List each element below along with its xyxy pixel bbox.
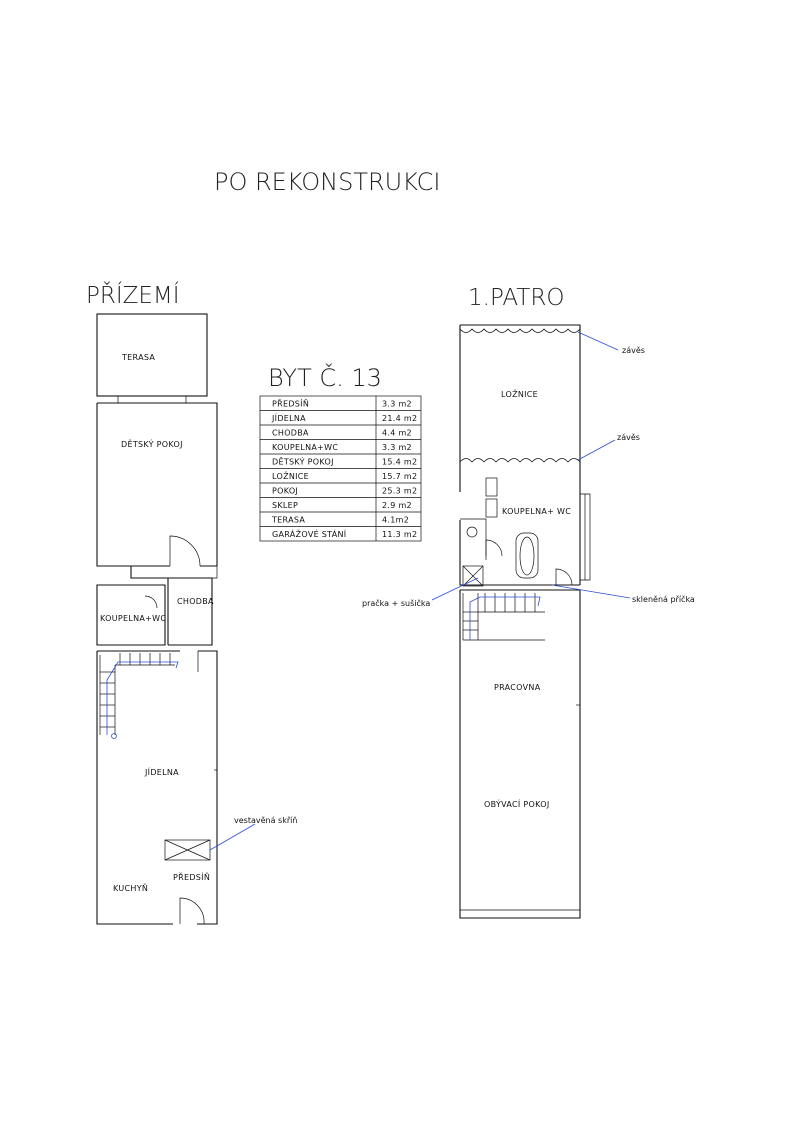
staircase-ground xyxy=(99,653,179,739)
area-row-name: LOŽNICE xyxy=(272,470,309,481)
koupelna-ground-outline xyxy=(96,584,166,646)
room-label-kuchyn: KUCHYŇ xyxy=(113,883,148,893)
area-row-name: SKLEP xyxy=(272,501,298,510)
ground-floor-plan xyxy=(96,313,256,925)
staircase-upper xyxy=(462,593,545,641)
room-label-obyvaci: OBÝVACÍ POKOJ xyxy=(484,798,550,809)
pracovna-obyvaci-outline xyxy=(459,589,581,919)
room-label-chodba: CHODBA xyxy=(177,597,214,606)
first-floor-heading: 1.PATRO xyxy=(468,285,564,311)
area-row-value: 21.4 m2 xyxy=(382,414,417,423)
door-swing xyxy=(169,535,201,567)
jidelna-outline xyxy=(96,650,218,925)
koupelna-upper-outline xyxy=(459,464,581,586)
note-wardrobe: vestavěná skříň xyxy=(234,815,297,825)
area-row-value: 4.1m2 xyxy=(382,516,409,525)
bathtub-symbol xyxy=(515,532,539,579)
area-row-name: TERASA xyxy=(271,516,305,525)
area-row-name: GARÁŽOVÉ STÁNÍ xyxy=(272,528,347,539)
loznice-outline xyxy=(459,324,581,464)
area-row-value: 3.3 m2 xyxy=(382,443,412,452)
area-row-name: JÍDELNA xyxy=(271,412,306,423)
room-label-pracovna: PRACOVNA xyxy=(494,683,541,692)
area-table: PŘEDSÍŇ 3.3 m2 JÍDELNA 21.4 m2 CHODBA 4.4 m2 K… xyxy=(259,395,422,542)
area-row-name: DĚTSKÝ POKOJ xyxy=(272,456,334,467)
ground-floor-heading: PŘÍZEMÍ xyxy=(86,281,180,309)
apartment-heading: BYT Č. 13 xyxy=(268,362,382,392)
note-curtain-top: závěs xyxy=(622,346,645,355)
terasa-outline xyxy=(96,313,208,397)
drawing-title: PO REKONSTRUKCI xyxy=(214,168,441,196)
room-label-koupelna-ground: KOUPELNA+WC xyxy=(100,614,166,623)
area-row-value: 4.4 m2 xyxy=(382,429,412,438)
entry-door-swing xyxy=(179,897,205,925)
area-row-value: 15.7 m2 xyxy=(382,472,417,481)
note-glass-partition: skleněná příčka xyxy=(632,594,695,604)
washer-symbol xyxy=(462,565,484,587)
area-row-value: 3.3 m2 xyxy=(382,400,412,409)
first-floor-plan xyxy=(431,324,631,919)
room-label-loznice: LOŽNICE xyxy=(501,388,538,399)
area-row-value: 15.4 m2 xyxy=(382,458,417,467)
room-label-predsin: PŘEDSÍŇ xyxy=(173,871,210,882)
area-row-name: KOUPELNA+WC xyxy=(272,443,338,452)
area-row-name: PŘEDSÍŇ xyxy=(272,398,309,409)
room-label-detsky-pokoj: DĚTSKÝ POKOJ xyxy=(121,438,183,449)
detsky-pokoj-outline xyxy=(96,402,218,567)
area-row-value: 11.3 m2 xyxy=(382,530,417,539)
room-label-koupelna-upper: KOUPELNA+ WC xyxy=(502,507,571,516)
toilet-symbol xyxy=(466,526,478,538)
area-row-value: 2.9 m2 xyxy=(382,501,412,510)
area-row-name: POKOJ xyxy=(272,487,298,496)
note-curtain-mid: závěs xyxy=(617,433,640,442)
note-washer: pračka + sušička xyxy=(362,598,430,608)
area-row-name: CHODBA xyxy=(272,429,309,438)
area-row-value: 25.3 m2 xyxy=(382,487,417,496)
room-label-jidelna: JÍDELNA xyxy=(144,766,179,777)
room-label-terasa: TERASA xyxy=(121,353,155,362)
